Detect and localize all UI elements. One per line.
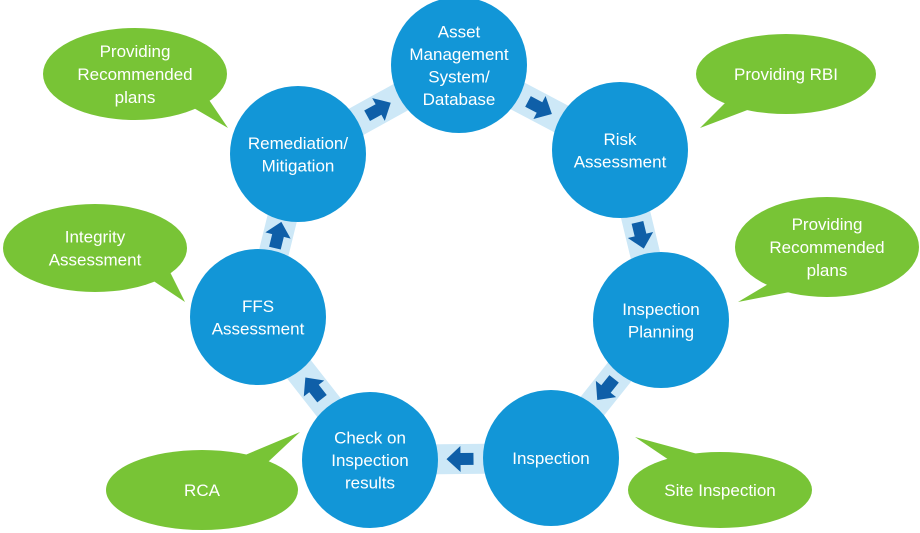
node-label: Management	[409, 45, 509, 64]
node-label: Inspection	[622, 300, 700, 319]
callout-label: RCA	[184, 481, 221, 500]
flow-arrow-icon	[627, 220, 654, 249]
callout-tail	[238, 432, 300, 462]
flow-arrow-icon	[446, 446, 474, 472]
flow-arrow-icon	[364, 98, 391, 122]
flow-arrows	[265, 96, 654, 472]
node-check-inspection-results: Check on Inspection results	[302, 392, 438, 528]
node-label: Remediation/	[248, 134, 348, 153]
node-label: Mitigation	[262, 156, 335, 175]
node-ffs-assessment: FFS Assessment	[190, 249, 326, 385]
callout-label: Providing	[792, 215, 863, 234]
callout-providing-rbi: Providing RBI	[696, 34, 876, 128]
node-label: Planning	[628, 322, 694, 341]
node-label: Check on	[334, 429, 406, 448]
flow-arrow-icon	[303, 377, 327, 403]
callout-label: plans	[807, 261, 848, 280]
node-circle	[593, 252, 729, 388]
callout-label: Providing	[100, 42, 171, 61]
process-nodes: AssetManagementSystem/DatabaseRiskAssess…	[190, 0, 729, 528]
callout-bubble	[43, 28, 227, 120]
node-label: Risk	[603, 130, 637, 149]
callout-label: Integrity	[65, 228, 126, 247]
node-circle	[302, 392, 438, 528]
callout-bubble	[3, 204, 187, 292]
callout-label: Site Inspection	[664, 481, 776, 500]
node-circle	[552, 82, 688, 218]
node-inspection: Inspection	[483, 390, 619, 526]
node-circle	[190, 249, 326, 385]
node-remediation-mitigation: Remediation/Mitigation	[230, 86, 366, 222]
flow-arrow-icon	[265, 221, 291, 250]
flow-arrow-icon	[525, 96, 552, 119]
node-label: System/	[428, 67, 490, 86]
node-label: Inspection	[512, 449, 590, 468]
node-circle	[483, 390, 619, 526]
callout-bubbles: Providing RBIProvidingRecommendedplansSi…	[3, 28, 919, 530]
callout-rca: RCA	[106, 432, 300, 530]
callout-bubble	[735, 197, 919, 297]
node-label: Assessment	[212, 319, 305, 338]
node-label: Database	[423, 90, 496, 109]
callout-label: Recommended	[77, 65, 192, 84]
node-label: FFS	[242, 297, 274, 316]
callout-label: Providing RBI	[734, 65, 838, 84]
callout-bubble	[106, 450, 298, 530]
node-label: Inspection	[331, 451, 409, 470]
node-circle	[391, 0, 527, 133]
callout-bubble	[628, 452, 812, 528]
node-label: Assessment	[574, 152, 667, 171]
node-circle	[230, 86, 366, 222]
flow-arrow-icon	[595, 375, 619, 400]
node-label: Asset	[438, 22, 481, 41]
callout-label: plans	[115, 88, 156, 107]
node-label: results	[345, 474, 395, 493]
callout-label: Recommended	[769, 238, 884, 257]
callout-bubble	[696, 34, 876, 114]
callout-site-inspection: Site Inspection	[628, 437, 812, 528]
callout-label: Assessment	[49, 251, 142, 270]
